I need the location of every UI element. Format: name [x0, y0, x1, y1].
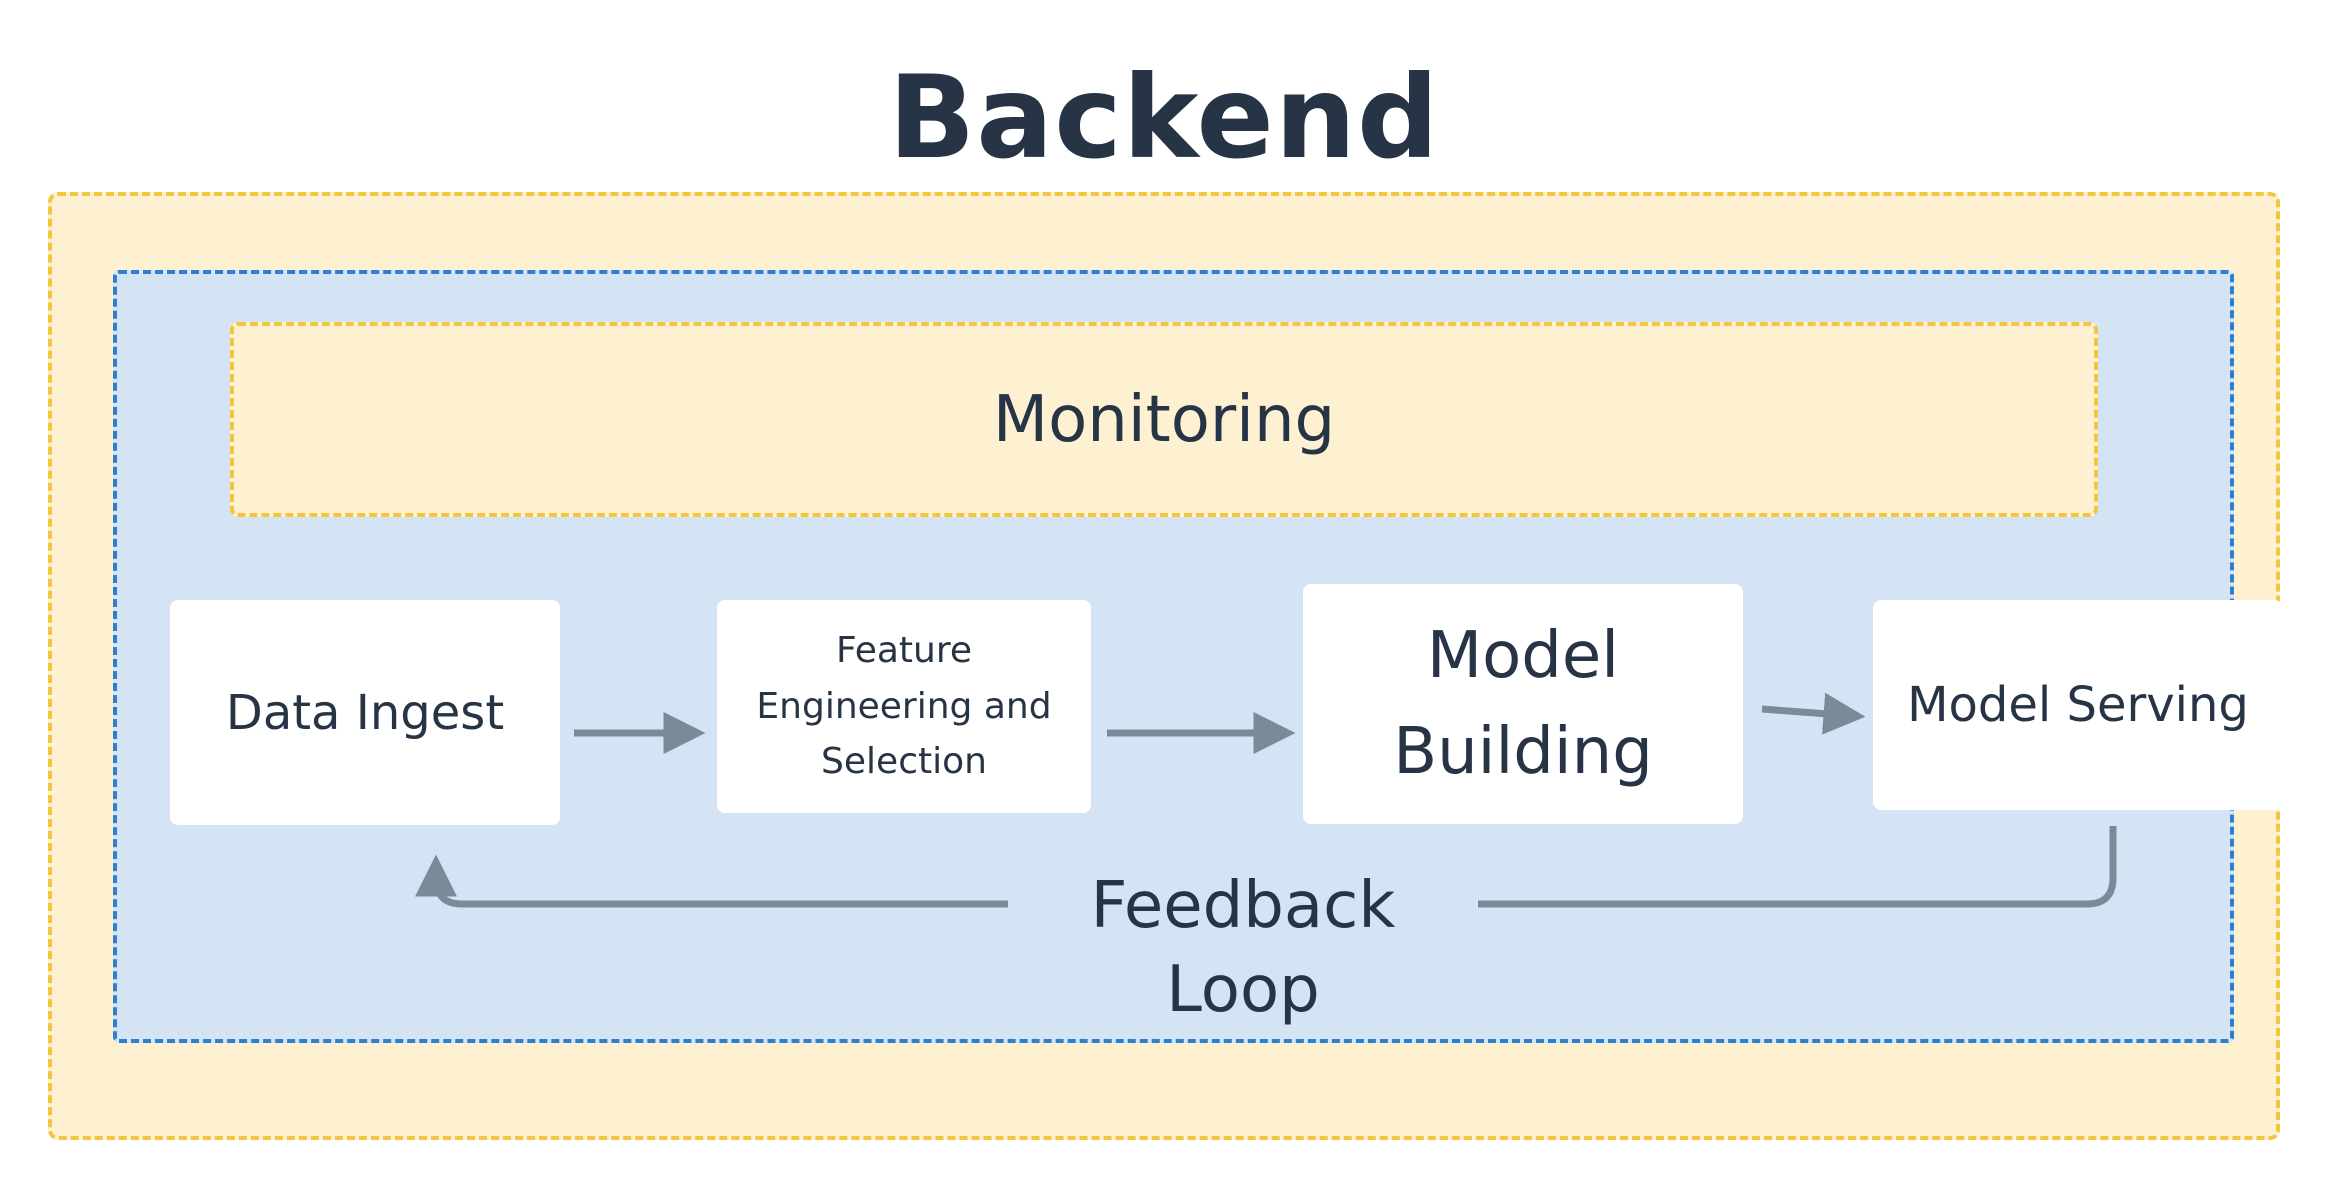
model-building-node: Model Building	[1303, 584, 1743, 824]
data-ingest-label: Data Ingest	[225, 684, 505, 741]
monitoring-box: Monitoring	[230, 322, 2098, 517]
model-serving-label: Model Serving	[1907, 677, 2249, 733]
feature-engineering-label: Feature Engineering and Selection	[756, 629, 1052, 783]
model-serving-node: Model Serving	[1873, 600, 2283, 810]
data-ingest-node: Data Ingest	[170, 600, 560, 825]
feedback-loop-label: Feedback Loop	[1008, 864, 1478, 1027]
arrow-model-building-to-serving	[1761, 692, 1866, 735]
model-building-label: Model Building	[1393, 619, 1653, 789]
diagram-title: Backend	[888, 51, 1440, 184]
feature-engineering-node: Feature Engineering and Selection	[717, 600, 1091, 813]
monitoring-label: Monitoring	[992, 382, 1336, 457]
